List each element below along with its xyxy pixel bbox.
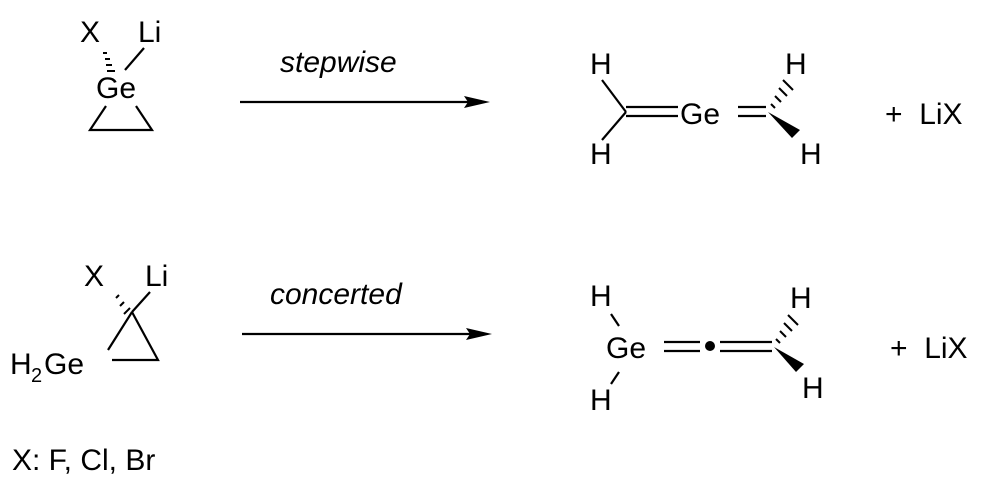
top-reactant-ge-label: Ge — [96, 72, 136, 105]
top-arrow — [240, 96, 490, 108]
top-byproduct: + LiX — [885, 98, 963, 131]
top-reactant-ring — [87, 105, 155, 132]
bottom-reactant-h-label: H — [10, 348, 32, 381]
top-product-ge-label: Ge — [680, 98, 720, 131]
bottom-reactant-ring — [107, 311, 160, 362]
top-product-wedge-bond — [768, 112, 800, 138]
bottom-byproduct: + LiX — [890, 332, 968, 365]
bottom-reactant-li-label: Li — [145, 260, 168, 293]
bottom-product-radical-dot — [705, 341, 715, 351]
top-product-h3: H — [785, 48, 807, 81]
bottom-product-wedge-bond — [774, 347, 804, 372]
bottom-product-ge-label: Ge — [606, 332, 646, 365]
top-reactant-hashed-bond — [103, 52, 115, 72]
top-reactant-li-label: Li — [138, 16, 161, 49]
bottom-reactant-hashed-bond — [115, 294, 131, 315]
bottom-arrow — [242, 328, 492, 340]
bottom-product-hashed-bond — [775, 314, 799, 344]
bottom-product-germavinylidene: H H Ge H H — [590, 280, 824, 417]
bottom-product-h1: H — [590, 280, 612, 313]
bottom-reactant-germirane: X Li H 2 Ge — [10, 260, 168, 387]
top-product-h4: H — [800, 138, 822, 171]
top-reactant-x-label: X — [80, 16, 100, 49]
top-reactant-ge-li-bond — [124, 47, 145, 71]
top-arrow-label: stepwise — [280, 46, 397, 79]
bottom-reactant-h-subscript: 2 — [31, 365, 42, 387]
bottom-arrow-label: concerted — [270, 278, 403, 311]
top-reactant-germirane: X Li Ge — [80, 16, 161, 132]
top-product-hashed-bond — [770, 79, 794, 109]
top-product-germaallene: H H Ge H H — [590, 48, 822, 171]
top-product-h1: H — [590, 48, 612, 81]
halogen-footnote: X: F, Cl, Br — [12, 444, 155, 477]
bottom-reactant-ge-label: Ge — [44, 348, 84, 381]
bottom-product-h3: H — [790, 282, 812, 315]
bottom-reactant-x-label: X — [84, 260, 104, 293]
top-product-h2: H — [590, 138, 612, 171]
bottom-product-h4: H — [802, 372, 824, 405]
bottom-product-h2: H — [590, 384, 612, 417]
